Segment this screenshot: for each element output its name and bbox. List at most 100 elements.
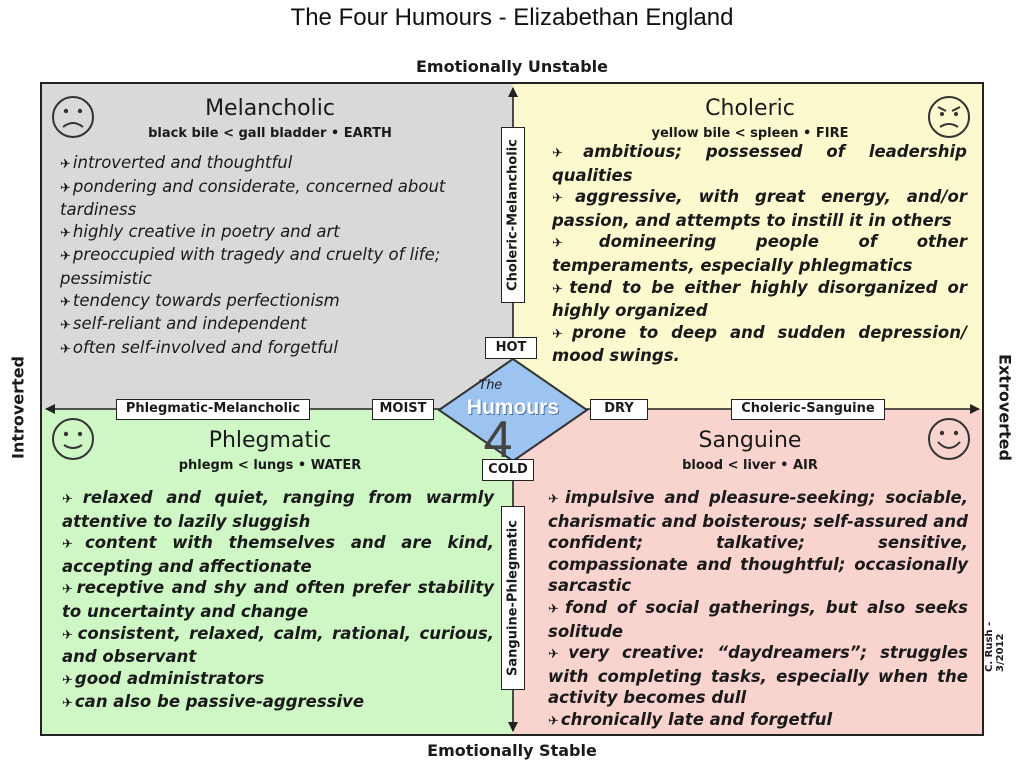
trait-item: ✈domineering people of other temperament…: [552, 231, 967, 276]
choleric-quadrant: [513, 84, 982, 409]
bullet-icon: ✈: [62, 537, 83, 553]
sanguine-phlegmatic-label: Sanguine-Phlegmatic: [505, 520, 521, 676]
center-humours-label: Humours: [466, 396, 560, 419]
bullet-icon: ✈: [62, 672, 73, 688]
hot-box: HOT: [485, 337, 537, 359]
trait-item: ✈chronically late and forgetful: [548, 709, 968, 733]
trait-text: very creative: “daydreamers”; struggles …: [548, 643, 968, 708]
bullet-icon: ✈: [62, 492, 81, 507]
trait-text: introverted and thoughtful: [72, 153, 293, 172]
angry-face-icon: [928, 96, 970, 138]
sanguine-quadrant: [513, 409, 982, 734]
bullet-icon: ✈: [60, 225, 71, 241]
trait-text: domineering people of other temperaments…: [552, 232, 967, 275]
melancholic-traits: ✈introverted and thoughtful✈pondering an…: [60, 152, 494, 360]
bullet-icon: ✈: [62, 627, 76, 643]
bullet-icon: ✈: [60, 341, 71, 357]
choleric-melancholic-box: Choleric-Melancholic: [501, 127, 525, 303]
trait-text: ambitious; possessed of leadership quali…: [552, 142, 967, 185]
trait-item: ✈highly creative in poetry and art: [60, 221, 494, 245]
diagram-frame: [40, 82, 984, 736]
phlegmatic-quadrant: [42, 409, 513, 734]
trait-text: pondering and considerate, concerned abo…: [60, 176, 446, 220]
bullet-icon: ✈: [60, 318, 71, 334]
trait-text: aggressive, with great energy, and/or pa…: [552, 187, 967, 230]
trait-item: ✈self-reliant and independent: [60, 313, 494, 337]
choleric-melancholic-label: Choleric-Melancholic: [505, 139, 521, 291]
sad-face-icon: [52, 96, 94, 138]
cold-box: COLD: [482, 459, 534, 481]
trait-text: preoccupied with tragedy and cruelty of …: [60, 245, 441, 288]
credit-line-2: 3/2012: [995, 633, 1006, 672]
bullet-icon: ✈: [60, 157, 71, 172]
page-title: The Four Humours - Elizabethan England: [290, 4, 734, 31]
bullet-icon: ✈: [552, 236, 597, 252]
trait-text: chronically late and forgetful: [560, 709, 833, 729]
trait-item: ✈very creative: “daydreamers”; struggles…: [548, 642, 968, 709]
credit: C. Rush - 3/2012: [984, 612, 1008, 672]
trait-text: relaxed and quiet, ranging from warmly a…: [62, 488, 494, 531]
trait-text: good administrators: [74, 668, 265, 688]
trait-item: ✈good administrators: [62, 668, 494, 692]
bullet-icon: ✈: [552, 326, 570, 342]
sanguine-title: Sanguine: [698, 428, 802, 453]
trait-text: often self-involved and forgetful: [72, 337, 338, 357]
trait-item: ✈ambitious; possessed of leadership qual…: [552, 141, 967, 186]
trait-item: ✈consistent, relaxed, calm, rational, cu…: [62, 623, 494, 668]
choleric-subtitle: yellow bile < spleen • FIRE: [651, 126, 849, 141]
trait-item: ✈often self-involved and forgetful: [60, 337, 494, 361]
phlegmatic-subtitle: phlegm < lungs • WATER: [178, 458, 362, 473]
choleric-sanguine-box: Choleric-Sanguine: [731, 399, 885, 420]
trait-item: ✈tend to be either highly disorganized o…: [552, 277, 967, 322]
trait-item: ✈content with themselves and are kind, a…: [62, 532, 494, 577]
melancholic-subtitle: black bile < gall bladder • EARTH: [148, 126, 392, 141]
trait-text: tend to be either highly disorganized or…: [552, 277, 967, 321]
bullet-icon: ✈: [552, 191, 574, 207]
trait-text: prone to deep and sudden depression/ moo…: [552, 322, 967, 366]
bullet-icon: ✈: [62, 582, 75, 598]
phlegmatic-title: Phlegmatic: [208, 428, 332, 453]
trait-text: highly creative in poetry and art: [72, 221, 340, 241]
bullet-icon: ✈: [548, 713, 559, 729]
phlegmatic-melancholic-box: Phlegmatic-Melancholic: [116, 399, 310, 420]
axis-top-label: Emotionally Unstable: [415, 57, 608, 76]
smiling-face-icon: [928, 418, 970, 460]
trait-text: fond of social gatherings, but also seek…: [548, 597, 968, 641]
trait-text: can also be passive-aggressive: [74, 692, 365, 712]
trait-text: self-reliant and independent: [72, 314, 307, 334]
trait-item: ✈relaxed and quiet, ranging from warmly …: [62, 487, 494, 532]
bullet-icon: ✈: [552, 146, 582, 161]
axis-bottom-label: Emotionally Stable: [427, 741, 597, 760]
bullet-icon: ✈: [60, 180, 71, 196]
trait-item: ✈preoccupied with tragedy and cruelty of…: [60, 244, 494, 289]
bullet-icon: ✈: [548, 492, 564, 507]
bullet-icon: ✈: [548, 601, 564, 617]
trait-item: ✈fond of social gatherings, but also see…: [548, 597, 968, 642]
phlegmatic-traits: ✈relaxed and quiet, ranging from warmly …: [62, 487, 494, 715]
trait-text: consistent, relaxed, calm, rational, cur…: [62, 623, 494, 667]
bullet-icon: ✈: [60, 249, 71, 265]
choleric-traits: ✈ambitious; possessed of leadership qual…: [552, 141, 967, 367]
trait-text: content with themselves and are kind, ac…: [62, 533, 494, 576]
trait-item: ✈prone to deep and sudden depression/ mo…: [552, 322, 967, 367]
melancholic-title: Melancholic: [205, 96, 335, 121]
sanguine-subtitle: blood < liver • AIR: [682, 458, 818, 473]
bullet-icon: ✈: [548, 647, 567, 663]
sanguine-phlegmatic-box: Sanguine-Phlegmatic: [501, 506, 525, 690]
bullet-icon: ✈: [552, 281, 568, 297]
trait-item: ✈aggressive, with great energy, and/or p…: [552, 186, 967, 231]
calm-face-icon: [52, 418, 94, 460]
sanguine-traits: ✈impulsive and pleasure-seeking; sociabl…: [548, 487, 968, 733]
trait-text: impulsive and pleasure-seeking; sociable…: [548, 488, 968, 596]
bullet-icon: ✈: [60, 294, 71, 310]
credit-line-1: C. Rush -: [984, 621, 995, 672]
trait-item: ✈pondering and considerate, concerned ab…: [60, 176, 494, 221]
trait-item: ✈can also be passive-aggressive: [62, 691, 494, 715]
moist-box: MOIST: [372, 399, 434, 420]
bullet-icon: ✈: [62, 696, 73, 712]
trait-text: receptive and shy and often prefer stabi…: [62, 578, 494, 621]
trait-item: ✈introverted and thoughtful: [60, 152, 494, 176]
trait-item: ✈impulsive and pleasure-seeking; sociabl…: [548, 487, 968, 597]
trait-item: ✈receptive and shy and often prefer stab…: [62, 577, 494, 622]
choleric-title: Choleric: [705, 96, 795, 121]
